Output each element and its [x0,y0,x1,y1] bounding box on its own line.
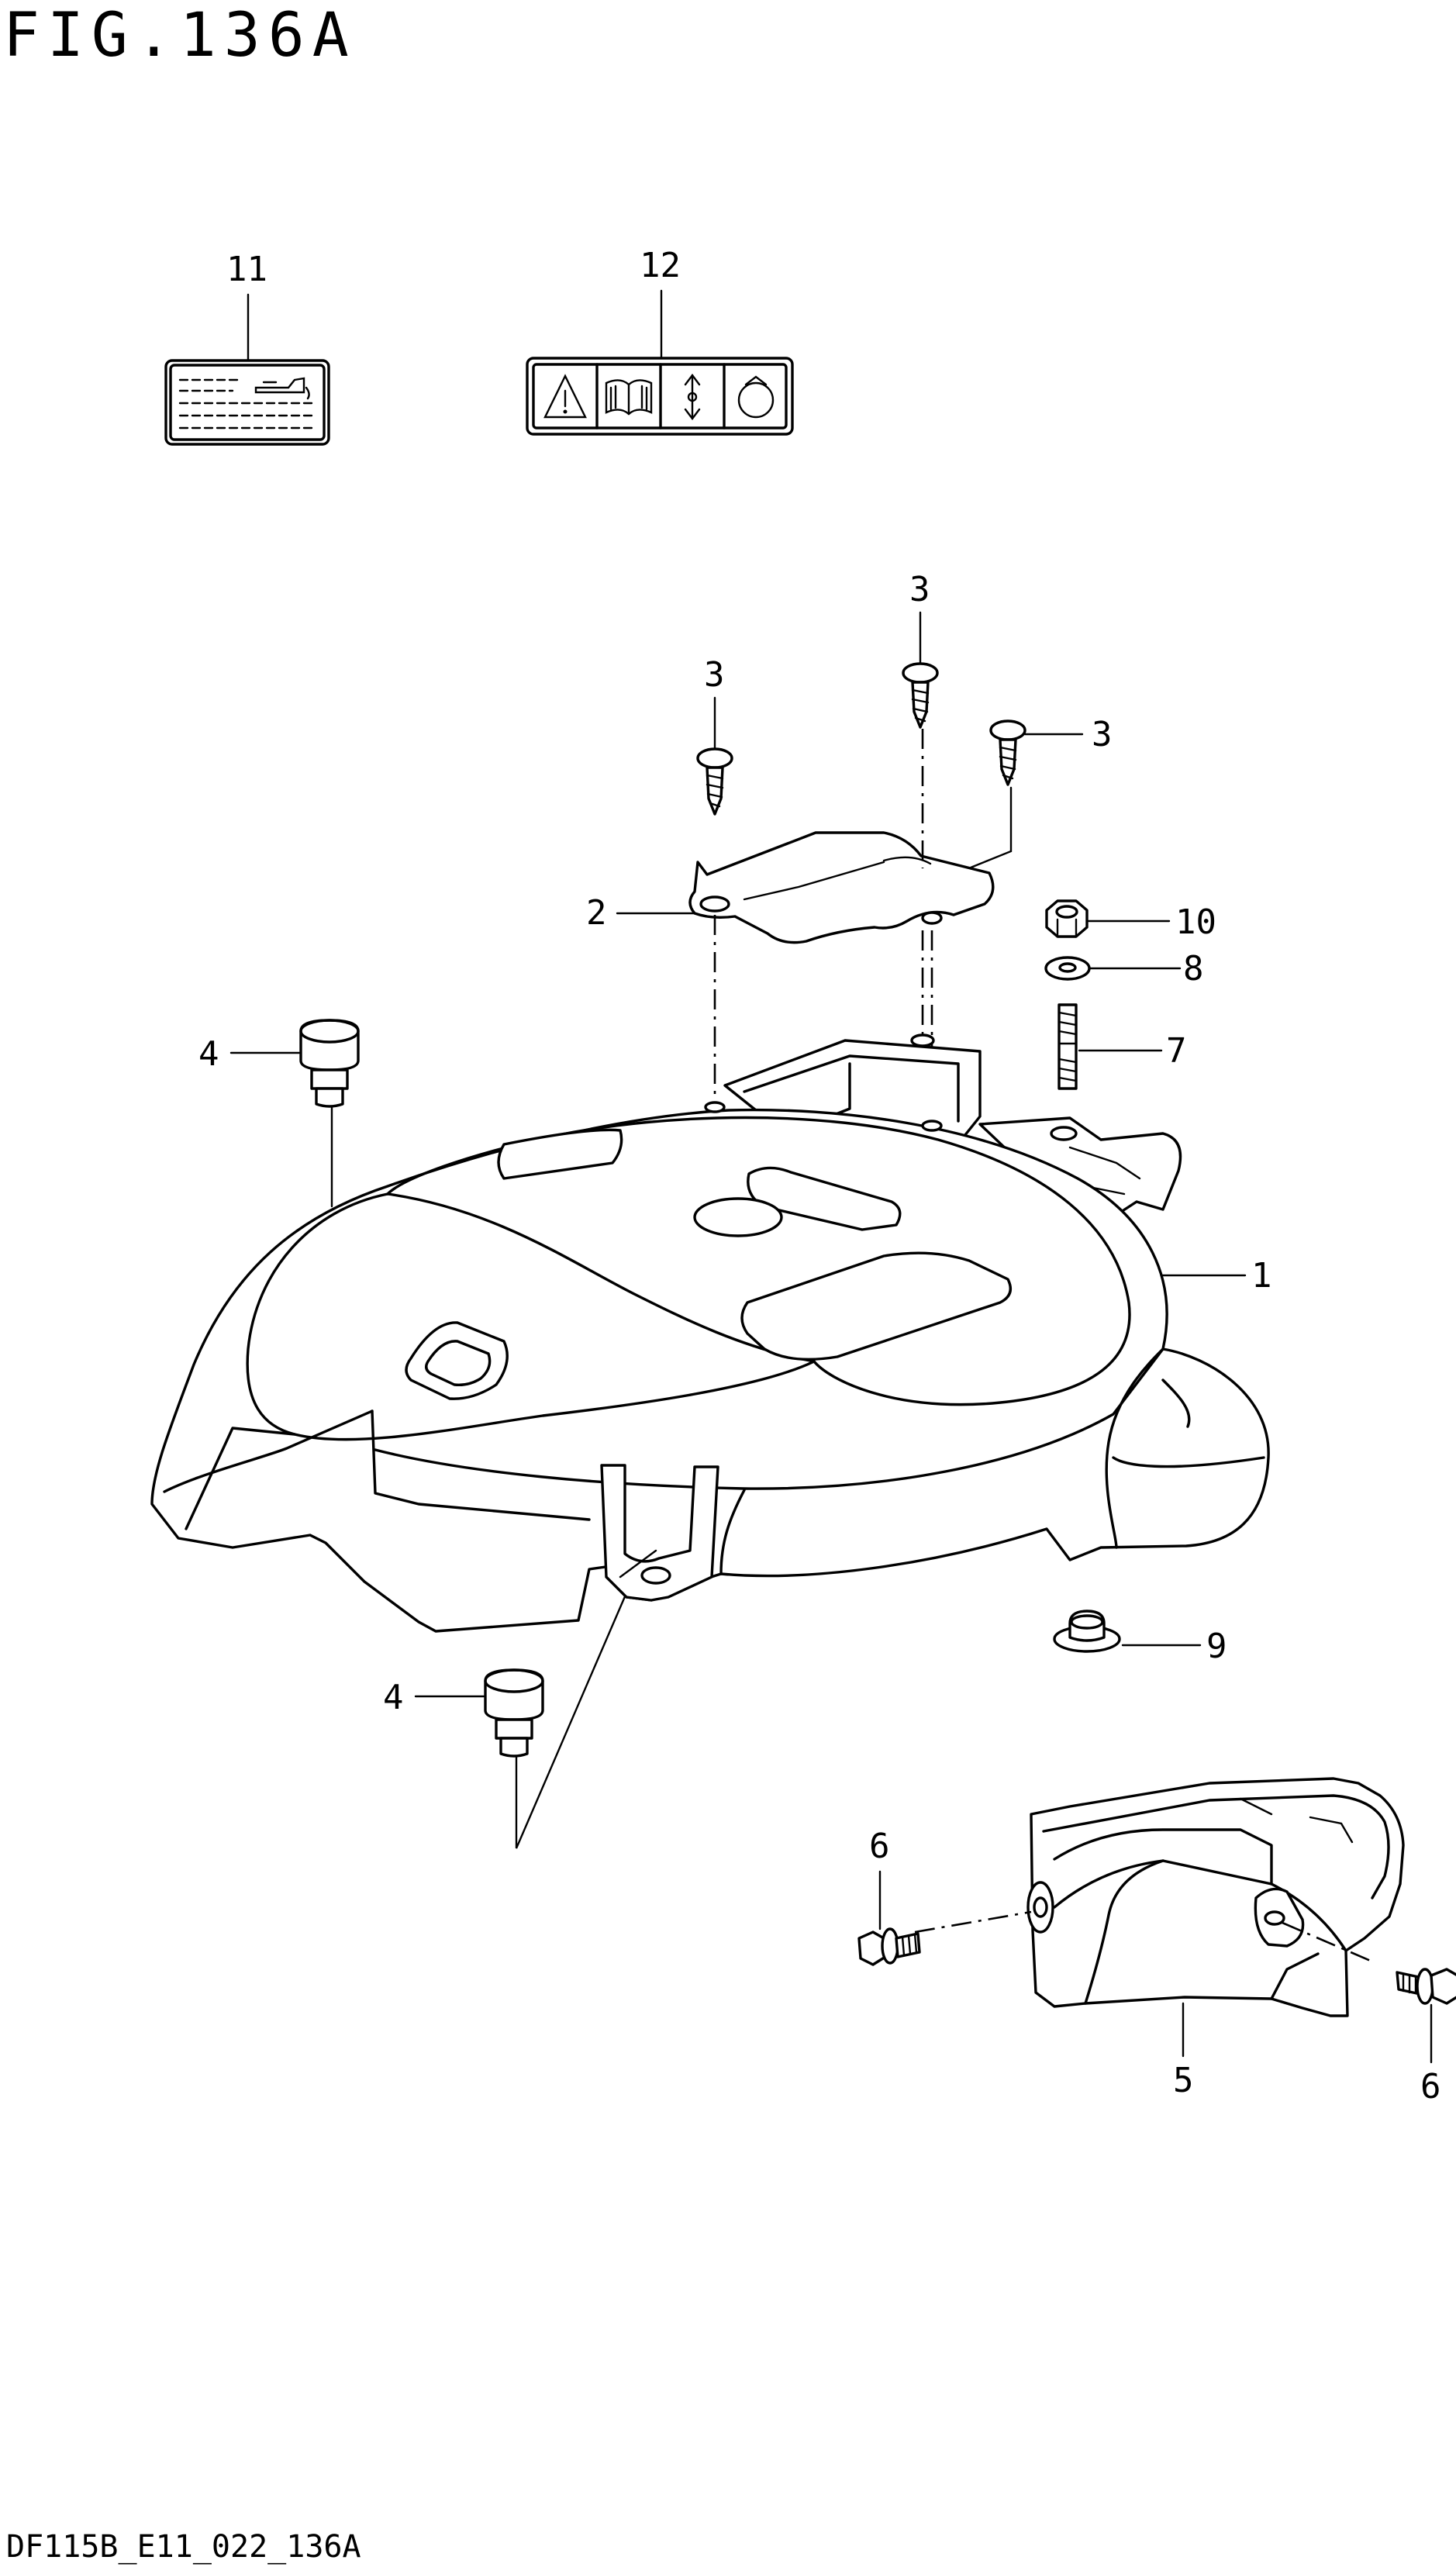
screw-part-3-right [989,719,1026,786]
callout-12: 12 [640,246,681,285]
rotation-circle-icon [737,375,775,419]
callout-11: 11 [226,250,267,289]
callout-1: 1 [1251,1256,1272,1296]
nut-part-10 [1045,899,1089,938]
callout-6-right: 6 [1420,2067,1441,2106]
warning-triangle-icon [543,374,587,419]
stud-part-7 [1057,1003,1078,1090]
callout-5: 5 [1173,2061,1194,2100]
callout-10: 10 [1175,902,1216,942]
cap-nut-part-9 [1053,1610,1121,1653]
callout-6-left: 6 [869,1827,890,1866]
callout-9: 9 [1206,1627,1227,1666]
footer-code: DF115B_E11_022_136A [6,2529,361,2565]
callout-2: 2 [586,893,607,933]
callout-4-lower: 4 [383,1678,404,1717]
read-manual-book-icon [605,379,653,416]
oil-can-icon [254,377,310,400]
screw-part-3-center [902,662,939,729]
lower-bracket-part-5 [1026,1777,1405,2017]
figure-title: FIG.136A [3,1,357,71]
callout-3-right: 3 [1092,715,1113,754]
grommet-part-4-lower [484,1668,544,1758]
callout-3-left: 3 [704,655,725,695]
bracket-plate-part-2 [688,831,995,944]
washer-part-8 [1044,956,1091,981]
grommet-part-4-upper [299,1019,360,1108]
warning-label-part-12 [526,357,794,436]
callout-7: 7 [1166,1031,1187,1071]
callout-4-upper: 4 [198,1034,219,1074]
screw-part-3-left [696,747,733,816]
up-down-arrow-icon [684,374,701,420]
engine-cover-part-1 [150,1033,1270,1633]
flange-bolt-part-6-left [857,1927,921,1966]
callout-3-center: 3 [909,570,930,609]
oil-label-part-11 [164,359,330,446]
callout-8: 8 [1183,949,1204,989]
flange-bolt-part-6-right [1396,1968,1456,2005]
